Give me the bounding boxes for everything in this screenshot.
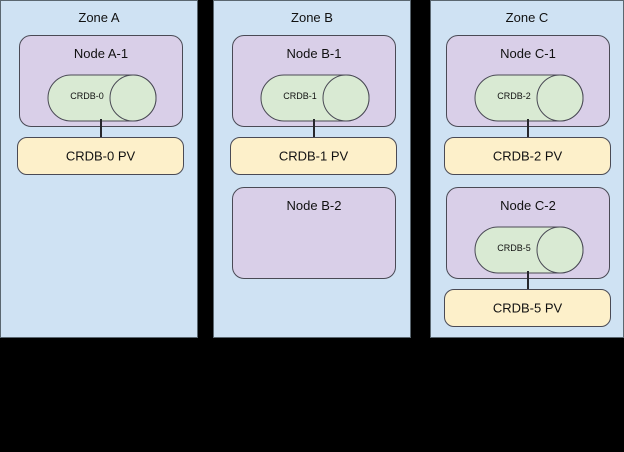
zone-title: Zone B (291, 10, 333, 25)
connector-line (527, 119, 529, 137)
node-title: Node C-2 (500, 198, 556, 213)
zone-title: Zone A (78, 10, 120, 25)
zone-title: Zone C (505, 10, 549, 25)
database-label: CRDB-2 (497, 91, 531, 101)
node-title: Node B-2 (286, 198, 342, 213)
pv-box-crdb-5-pv: CRDB-5 PV (444, 289, 611, 327)
connector-line (100, 119, 102, 137)
connector-line (527, 271, 529, 289)
node-title: Node C-1 (500, 46, 556, 61)
pv-label: CRDB-2 PV (492, 148, 563, 164)
pv-box-crdb-0-pv: CRDB-0 PV (17, 137, 184, 175)
pv-box-crdb-1-pv: CRDB-1 PV (230, 137, 397, 175)
pv-label: CRDB-1 PV (278, 148, 349, 164)
node-box-node-b-2: Node B-2 (232, 187, 396, 279)
database-cylinder-crdb-1: CRDB-1 (260, 74, 370, 122)
database-cylinder-crdb-5: CRDB-5 (474, 226, 584, 274)
database-label: CRDB-0 (70, 91, 104, 101)
pv-box-crdb-2-pv: CRDB-2 PV (444, 137, 611, 175)
database-cylinder-crdb-2: CRDB-2 (474, 74, 584, 122)
database-cylinder-crdb-0: CRDB-0 (47, 74, 157, 122)
pv-label: CRDB-0 PV (65, 148, 136, 164)
database-label: CRDB-1 (283, 91, 317, 101)
database-label: CRDB-5 (497, 243, 531, 253)
node-title: Node B-1 (286, 46, 342, 61)
pv-label: CRDB-5 PV (492, 300, 563, 316)
node-title: Node A-1 (73, 46, 129, 61)
connector-line (313, 119, 315, 137)
